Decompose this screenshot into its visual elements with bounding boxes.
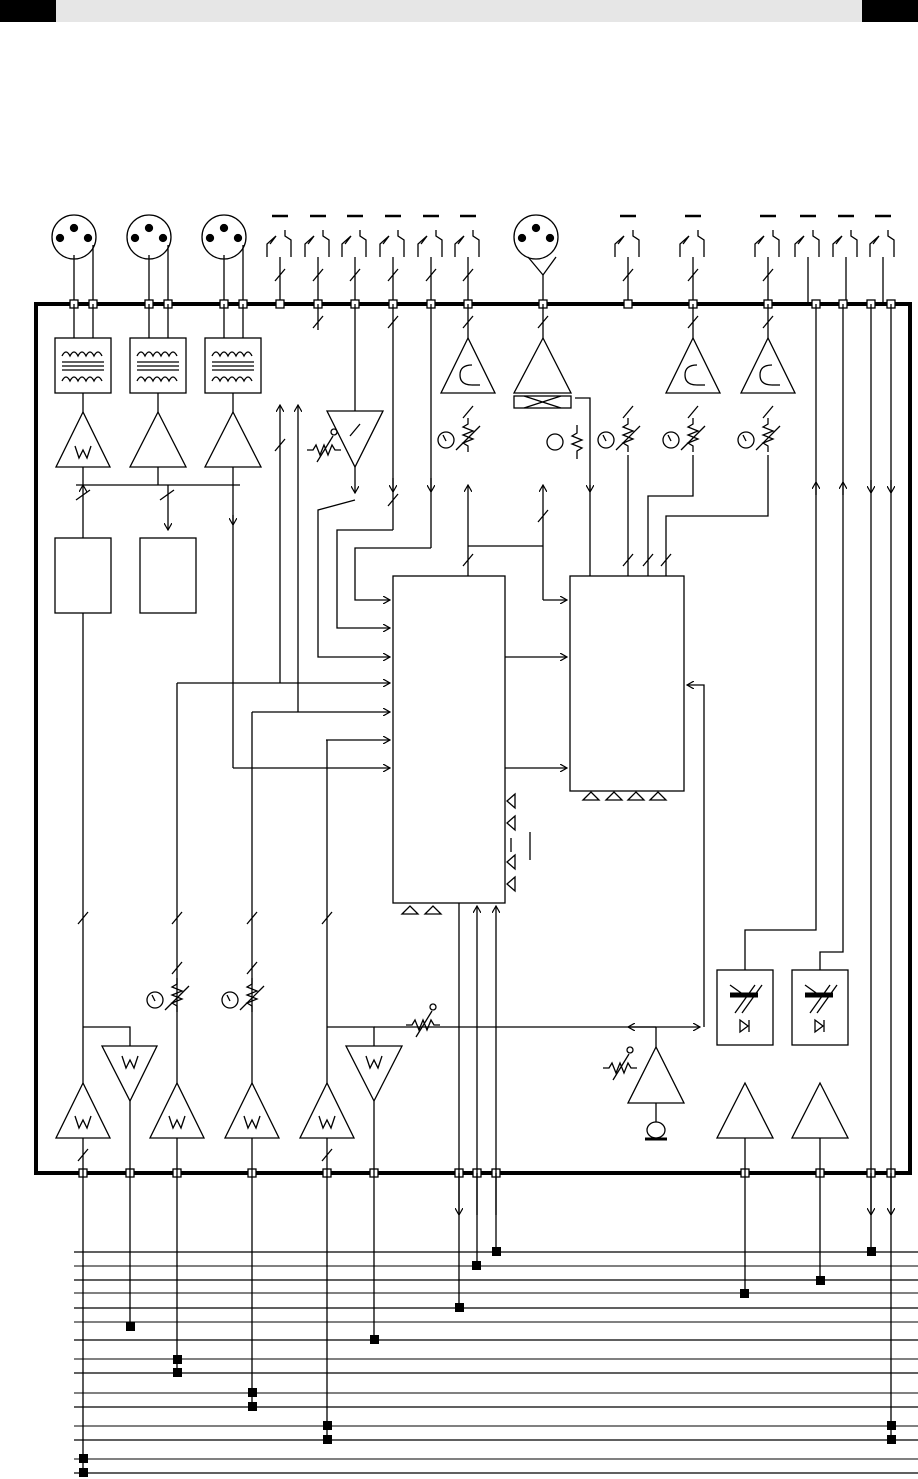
port-square bbox=[624, 300, 632, 308]
gain-trim-icon bbox=[222, 978, 264, 1012]
gain-trim-icon bbox=[438, 418, 480, 452]
bus-taps bbox=[79, 1247, 896, 1477]
optocoupler-icon bbox=[717, 970, 773, 1045]
processor-box bbox=[55, 538, 111, 613]
transformer-icon bbox=[205, 338, 261, 393]
driver-amp-icon bbox=[717, 1083, 773, 1138]
output-amp-icon bbox=[56, 1083, 110, 1138]
chassis-outline bbox=[36, 304, 910, 1173]
mic-preamp-icon bbox=[441, 338, 495, 393]
tick-mark bbox=[463, 406, 473, 418]
mic-preamp-icon bbox=[741, 338, 795, 393]
tick-mark bbox=[350, 424, 360, 436]
jack-connector-icon bbox=[833, 216, 857, 304]
jack-connector-icon bbox=[380, 216, 404, 304]
bus-lines bbox=[74, 1252, 918, 1473]
output-amp-icon bbox=[346, 1046, 402, 1101]
gain-trim-icon bbox=[147, 978, 189, 1012]
speaker-icon bbox=[645, 1103, 667, 1139]
indicator-triangles bbox=[402, 792, 666, 914]
transformer-icon bbox=[130, 338, 186, 393]
xlr-connector-icon bbox=[202, 215, 246, 304]
xlr-connector-icon bbox=[514, 215, 558, 304]
gain-trim-icon bbox=[598, 418, 640, 452]
port-square bbox=[276, 300, 284, 308]
output-amp-icon bbox=[327, 411, 383, 467]
balanced-amp-icon bbox=[514, 338, 571, 408]
output-amp-icon bbox=[102, 1046, 157, 1101]
amplifier-icon bbox=[130, 412, 186, 467]
output-amp-icon bbox=[300, 1083, 354, 1138]
output-amp-icon bbox=[150, 1083, 204, 1138]
amplifier-icon bbox=[56, 412, 110, 467]
jack-connector-icon bbox=[795, 216, 819, 304]
jack-connector-icon bbox=[305, 216, 329, 304]
jack-connector-group bbox=[267, 216, 894, 304]
driver-amp-icon bbox=[792, 1083, 848, 1138]
mic-preamp-icon bbox=[666, 338, 720, 393]
gain-trim-icon bbox=[738, 418, 780, 452]
gain-trim-icon bbox=[307, 429, 341, 462]
mixer-matrix-block bbox=[393, 576, 505, 903]
jack-connector-icon bbox=[870, 216, 894, 304]
jack-connector-icon bbox=[680, 216, 704, 304]
gain-trim-icon bbox=[572, 425, 582, 459]
output-amp-icon bbox=[225, 1083, 279, 1138]
knob-icon bbox=[547, 434, 563, 450]
optocoupler-icon bbox=[792, 970, 848, 1045]
headphone-amp-icon bbox=[628, 1047, 684, 1103]
jack-connector-icon bbox=[342, 216, 366, 304]
tick-mark bbox=[688, 406, 698, 418]
processor-box bbox=[140, 538, 196, 613]
tick-mark bbox=[623, 406, 633, 418]
xlr-connector-icon bbox=[52, 215, 96, 304]
gain-trim-icon bbox=[603, 1047, 637, 1080]
jack-connector-icon bbox=[267, 216, 291, 304]
transformer-icon bbox=[55, 338, 111, 393]
jack-connector-icon bbox=[455, 216, 479, 304]
xlr-connector-icon bbox=[127, 215, 171, 304]
jack-connector-icon bbox=[755, 216, 779, 304]
output-matrix-block bbox=[570, 576, 684, 791]
tick-mark bbox=[763, 406, 773, 418]
jack-connector-icon bbox=[615, 216, 639, 304]
gain-trim-group bbox=[147, 418, 780, 1080]
gain-trim-icon bbox=[406, 1004, 440, 1037]
amplifier-icon bbox=[205, 412, 261, 467]
jack-connector-icon bbox=[418, 216, 442, 304]
gain-trim-icon bbox=[663, 418, 705, 452]
